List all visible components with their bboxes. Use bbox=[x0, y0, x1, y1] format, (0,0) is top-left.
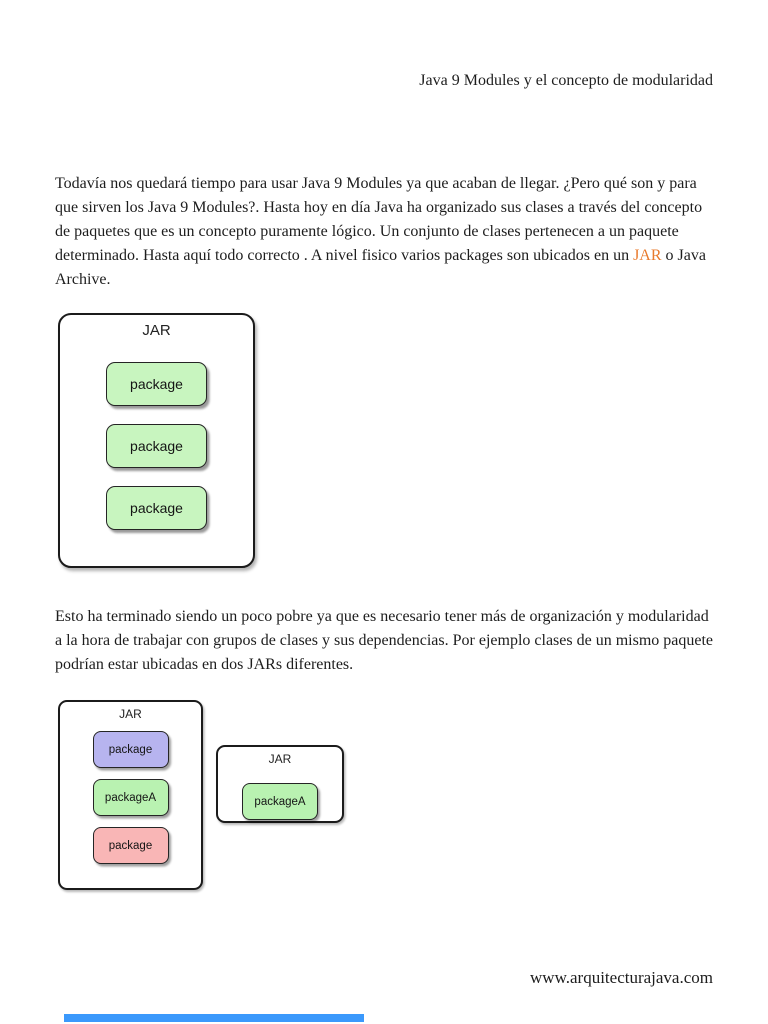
package-box: package bbox=[106, 362, 207, 406]
package-box: package bbox=[92, 731, 169, 768]
page-footer: www.arquitecturajava.com bbox=[55, 968, 713, 988]
package-box: package bbox=[106, 486, 207, 530]
jar-container-label: JAR bbox=[268, 752, 292, 766]
jar-diagram-single: JAR package package package bbox=[58, 313, 255, 568]
package-list: package package package bbox=[60, 362, 253, 530]
selection-highlight-bar bbox=[64, 1014, 364, 1022]
package-label: package bbox=[108, 839, 153, 852]
package-box: packageA bbox=[92, 779, 169, 816]
paragraph-1-text: Todavía nos quedará tiempo para usar Jav… bbox=[55, 175, 703, 264]
page-title: Java 9 Modules y el concepto de modulari… bbox=[419, 72, 713, 89]
package-list: packageA bbox=[218, 783, 342, 820]
package-label: package bbox=[130, 438, 183, 454]
paragraph-1-text-end: o Java Archive. bbox=[55, 247, 706, 288]
package-label: package bbox=[130, 500, 183, 516]
footer-url: www.arquitecturajava.com bbox=[530, 968, 713, 987]
package-label: package bbox=[108, 743, 153, 756]
jar-diagram-right: JAR packageA bbox=[216, 745, 344, 823]
jar-link[interactable]: JAR bbox=[633, 247, 662, 264]
package-label: package bbox=[130, 376, 183, 392]
package-box: package bbox=[92, 827, 169, 864]
jar-container-label: JAR bbox=[142, 322, 171, 339]
package-label: packageA bbox=[254, 795, 306, 808]
package-list: package packageA package bbox=[60, 731, 201, 864]
paragraph-2: Esto ha terminado siendo un poco pobre y… bbox=[55, 608, 714, 673]
package-label: packageA bbox=[104, 791, 157, 804]
paragraph-1: Todavía nos quedará tiempo para usar Jav… bbox=[55, 172, 715, 292]
page-header: Java 9 Modules y el concepto de modulari… bbox=[55, 72, 713, 90]
jar-container-label: JAR bbox=[119, 707, 142, 721]
package-box: packageA bbox=[242, 783, 318, 820]
jar-diagram-left: JAR package packageA package bbox=[58, 700, 203, 890]
package-box: package bbox=[106, 424, 207, 468]
